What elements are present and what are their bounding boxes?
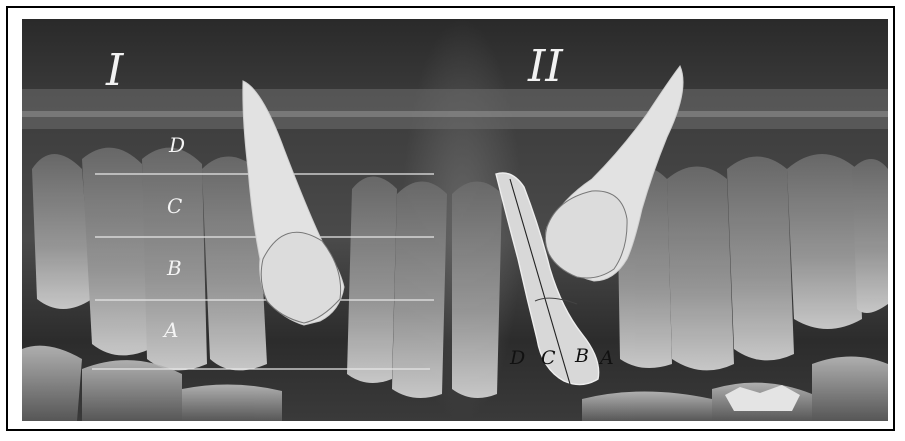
panel-II-zone-A: A: [598, 347, 614, 369]
panel-I-zone-D: D: [168, 133, 185, 157]
panel-II-zone-B: B: [574, 345, 589, 367]
palatal-line: [22, 111, 888, 117]
panel-II-zone-C: C: [541, 347, 556, 369]
panel-I-zone-A: A: [162, 318, 178, 342]
panel-II-zone-D: D: [509, 347, 525, 369]
panel-I-zone-C: C: [167, 194, 182, 218]
panel-label-I: I: [105, 45, 125, 96]
palatal-band: [22, 89, 888, 129]
panel-label-II: II: [527, 41, 564, 92]
panoramic-radiograph: I II D C B A D C B A: [22, 19, 888, 421]
panel-I-zone-B: B: [166, 256, 182, 280]
